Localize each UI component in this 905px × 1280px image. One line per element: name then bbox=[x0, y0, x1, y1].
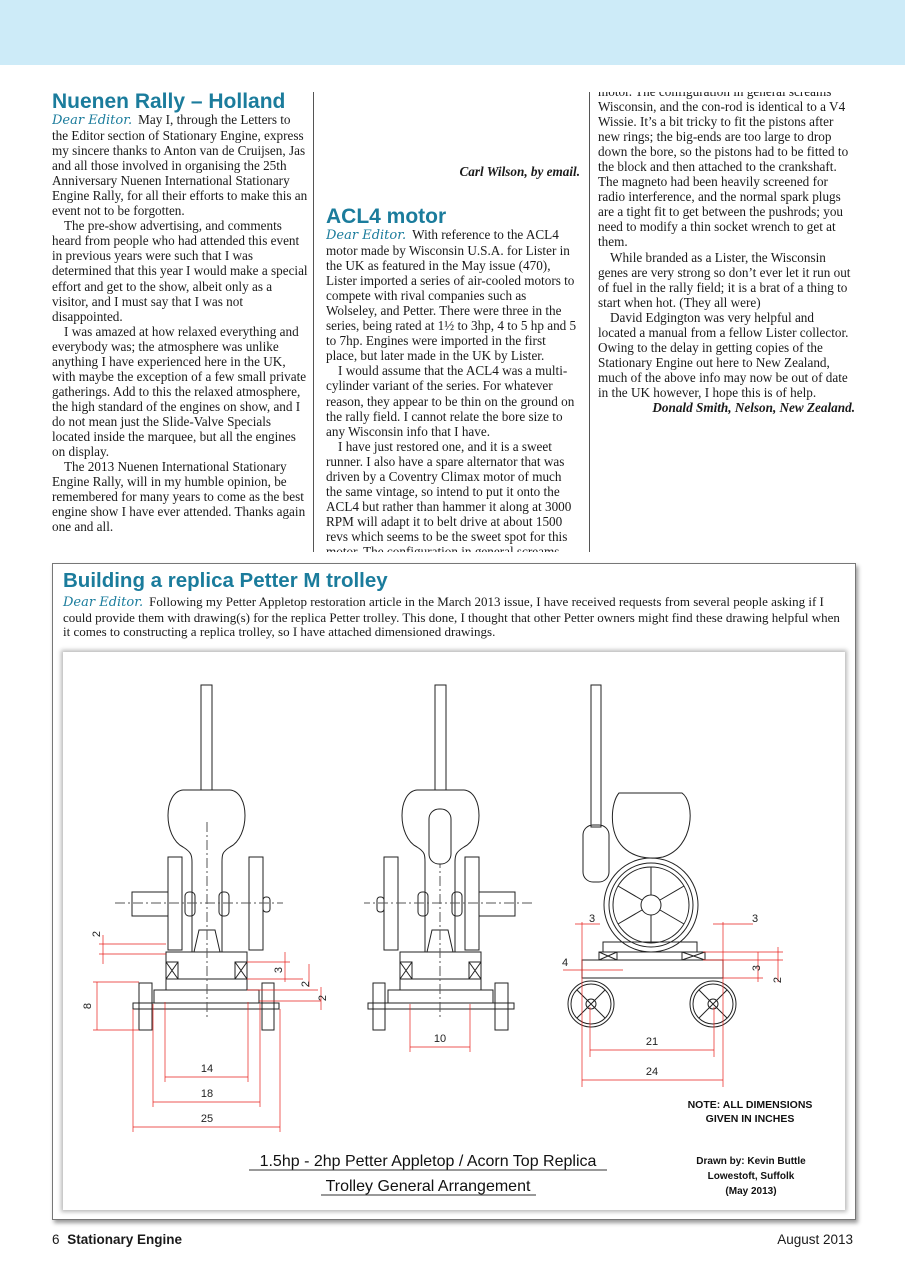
page-number: 6 bbox=[52, 1232, 60, 1247]
letter-paragraph: Dear Editor.May I, through the Letters t… bbox=[52, 112, 308, 219]
dimension-label: 10 bbox=[434, 1033, 446, 1045]
dimension-label: 14 bbox=[201, 1063, 213, 1075]
letter-title: Nuenen Rally – Holland bbox=[52, 92, 286, 113]
drawing-credit: Lowestoft, Suffolk bbox=[708, 1171, 795, 1182]
dimension-label: 8 bbox=[82, 1003, 94, 1009]
salutation: Dear Editor. bbox=[63, 595, 144, 610]
signature: Donald Smith, Nelson, New Zealand. bbox=[652, 400, 855, 416]
dimension-label: 3 bbox=[589, 913, 595, 925]
column-3: ACL4 motor Dear Editor.With reference to… bbox=[598, 92, 855, 416]
dimension-label: 24 bbox=[646, 1066, 658, 1078]
issue-date: August 2013 bbox=[777, 1232, 853, 1247]
dimension-label: 18 bbox=[201, 1088, 213, 1100]
column-divider bbox=[313, 92, 314, 552]
dimension-label: 3 bbox=[751, 965, 763, 971]
letter-paragraph: I would assume that the ACL4 was a multi… bbox=[326, 363, 575, 439]
letter-paragraph: I was amazed at how relaxed everything a… bbox=[52, 323, 307, 460]
letter-paragraph: Dear Editor.With reference to the ACL4 m… bbox=[326, 227, 577, 364]
trolley-drawing: 14 18 25 8 2 3 2 2 10 bbox=[63, 652, 845, 1210]
letter-title: Building a replica Petter M trolley bbox=[63, 569, 388, 592]
title-underline bbox=[249, 1169, 607, 1196]
dimension-note: NOTE: ALL DIMENSIONS bbox=[688, 1099, 813, 1111]
letter-paragraph: While branded as a Lister, the Wisconsin… bbox=[598, 250, 851, 311]
front-dimensions bbox=[93, 935, 322, 1132]
column-1-continuation: Nuenen Rally – Holland Dear Editor.May I… bbox=[326, 92, 582, 164]
magazine-name: Stationary Engine bbox=[67, 1232, 183, 1247]
letter-paragraph: The pre-show advertising, and comments h… bbox=[52, 218, 308, 324]
dimension-label: 3 bbox=[752, 913, 758, 925]
rear-view bbox=[363, 684, 533, 1031]
dimension-label: 2 bbox=[317, 995, 329, 1001]
acl4-continuation: ACL4 motor Dear Editor.With reference to… bbox=[598, 92, 855, 250]
drawing-title: 1.5hp - 2hp Petter Appletop / Acorn Top … bbox=[260, 1153, 597, 1170]
dimension-label: 3 bbox=[273, 967, 285, 973]
letter-paragraph: The 2013 Nuenen International Stationary… bbox=[52, 459, 306, 535]
column-1: Nuenen Rally – Holland Dear Editor.May I… bbox=[326, 92, 582, 164]
front-view bbox=[114, 684, 284, 1031]
footer-left: 6 Stationary Engine bbox=[52, 1232, 182, 1247]
salutation: Dear Editor. bbox=[52, 113, 133, 128]
dimension-label: 4 bbox=[562, 957, 568, 969]
drawing-title: Trolley General Arrangement bbox=[326, 1178, 531, 1195]
column-1: Nuenen Rally – Holland Dear Editor.May I… bbox=[52, 92, 308, 542]
rear-dimensions bbox=[409, 1004, 471, 1052]
signature: Carl Wilson, by email. bbox=[459, 164, 580, 179]
side-view bbox=[567, 684, 737, 1028]
dimension-label: 2 bbox=[91, 931, 103, 937]
salutation: Dear Editor. bbox=[326, 228, 407, 243]
trolley-letter-box: Building a replica Petter M trolley Dear… bbox=[52, 563, 856, 1220]
dimension-label: 25 bbox=[201, 1113, 213, 1125]
top-color-band bbox=[0, 0, 905, 65]
dimension-label: 21 bbox=[646, 1036, 658, 1048]
dimension-label: 2 bbox=[300, 981, 312, 987]
letter-paragraph: I have just restored one, and it is a sw… bbox=[598, 92, 849, 250]
letter-paragraph: David Edgington was very helpful and loc… bbox=[598, 310, 849, 401]
column-divider bbox=[589, 92, 590, 552]
trolley-drawing-svg: 14 18 25 8 2 3 2 2 10 bbox=[82, 684, 813, 1197]
letter-paragraph: Dear Editor.Following my Petter Appletop… bbox=[63, 594, 840, 640]
drawing-credit: (May 2013) bbox=[725, 1186, 776, 1197]
letter-title: ACL4 motor bbox=[326, 207, 447, 228]
side-dimensions bbox=[563, 922, 783, 1087]
drawing-credit: Drawn by: Kevin Buttle bbox=[696, 1156, 806, 1167]
dimension-note: GIVEN IN INCHES bbox=[706, 1113, 795, 1125]
dimension-label: 2 bbox=[772, 977, 784, 983]
letter-paragraph: I have just restored one, and it is a sw… bbox=[326, 438, 572, 552]
